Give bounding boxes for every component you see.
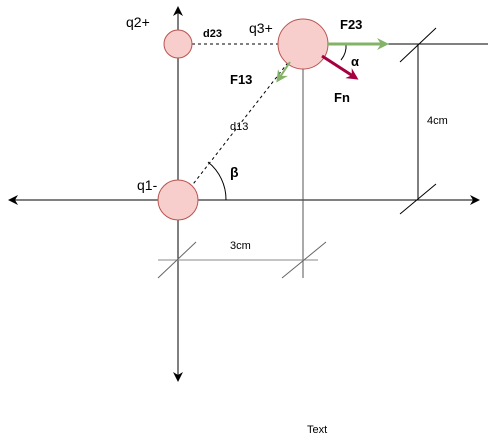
f13-arrow (276, 61, 291, 83)
fn-arrow (321, 54, 359, 80)
dim-3cm-label: 3cm (230, 240, 251, 252)
alpha-label: α (351, 54, 359, 69)
charge-q2 (163, 29, 193, 59)
beta-label: β (230, 164, 239, 180)
dim-3cm-tick-left (157, 241, 197, 279)
dim-4cm-label: 4cm (427, 115, 448, 127)
d13-label: d13 (230, 121, 248, 133)
alpha-arc (340, 43, 347, 61)
q3-label: q3+ (249, 20, 273, 36)
fn-label: Fn (334, 90, 350, 105)
f13-label: F13 (230, 72, 252, 87)
dim-tick-top (399, 27, 437, 63)
f23-label: F23 (340, 17, 362, 32)
text-label: Text (307, 424, 327, 436)
dim-3cm-tick-right (281, 241, 327, 279)
d23-label: d23 (203, 28, 222, 40)
q2-label: q2+ (126, 14, 150, 30)
beta-arc (207, 161, 227, 201)
q1-label: q1- (137, 177, 158, 193)
charge-q3 (277, 18, 329, 70)
charge-q1 (157, 179, 199, 221)
dim-tick-bottom (399, 183, 437, 215)
